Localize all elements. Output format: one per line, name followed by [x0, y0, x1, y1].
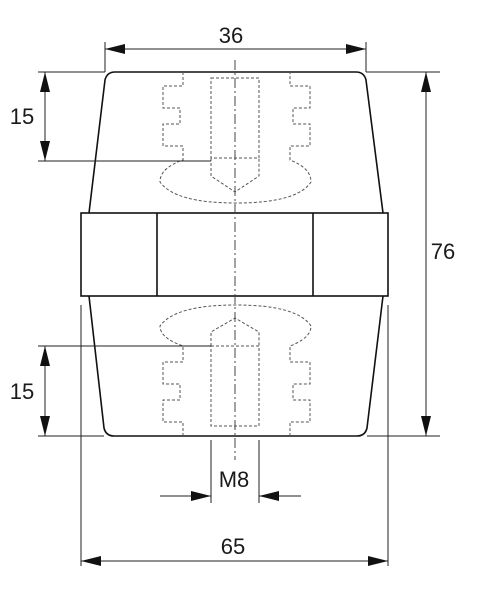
top-insert-profile [159, 72, 312, 204]
dimension-overall-width: 65 [80, 305, 389, 566]
thread-size-label: M8 [219, 467, 250, 492]
bottom-thread-depth-label: 15 [10, 379, 34, 404]
bottom-insert-profile [159, 304, 312, 436]
dimension-thread-size: M8 [160, 440, 301, 503]
overall-width-label: 65 [221, 534, 245, 559]
top-thread-depth-label: 15 [10, 104, 34, 129]
dimension-top-thread-depth: 15 [10, 71, 211, 162]
dimension-top-width: 36 [104, 23, 367, 72]
dimension-bottom-thread-depth: 15 [10, 345, 211, 437]
lower-body-outline [88, 295, 384, 437]
overall-height-label: 76 [431, 239, 455, 264]
upper-body-outline [88, 71, 384, 214]
dimension-overall-height: 76 [366, 71, 455, 437]
top-width-label: 36 [219, 23, 243, 48]
